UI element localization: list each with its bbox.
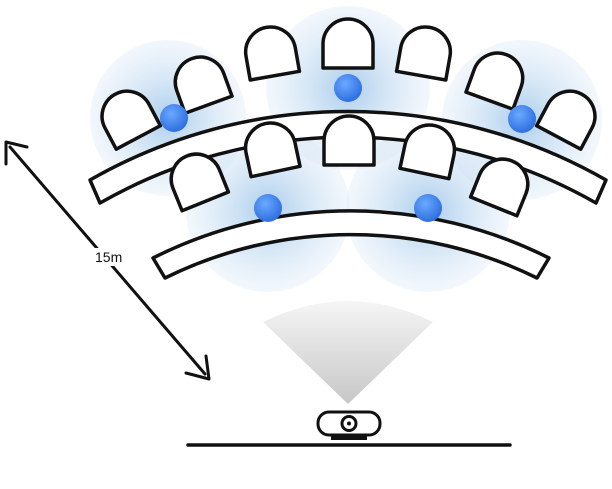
chair-icon (243, 25, 302, 82)
chair-icon (243, 121, 302, 179)
ceiling-microphone-icon (160, 104, 188, 132)
conference-camera-icon (316, 410, 382, 440)
chair-icon (398, 123, 457, 181)
chair-icon (468, 157, 530, 218)
front-row-chairs (169, 114, 530, 218)
ceiling-microphones (160, 74, 536, 222)
ceiling-microphone-icon (334, 74, 362, 102)
ceiling-microphone-icon (508, 105, 536, 133)
front-table (151, 209, 551, 280)
chair-icon (321, 17, 375, 70)
chair-icon (169, 152, 231, 213)
chair-icon (394, 25, 453, 82)
chair-icon (173, 55, 234, 115)
chair-icon (464, 51, 525, 111)
ceiling-microphone-icon (254, 194, 282, 222)
chair-icon (534, 89, 597, 151)
distance-label: 15m (92, 248, 126, 266)
ceiling-microphone-icon (414, 194, 442, 222)
back-row-chairs (100, 17, 597, 151)
camera-view-cone (263, 301, 433, 404)
chair-icon (322, 114, 376, 167)
chair-icon (100, 89, 163, 151)
